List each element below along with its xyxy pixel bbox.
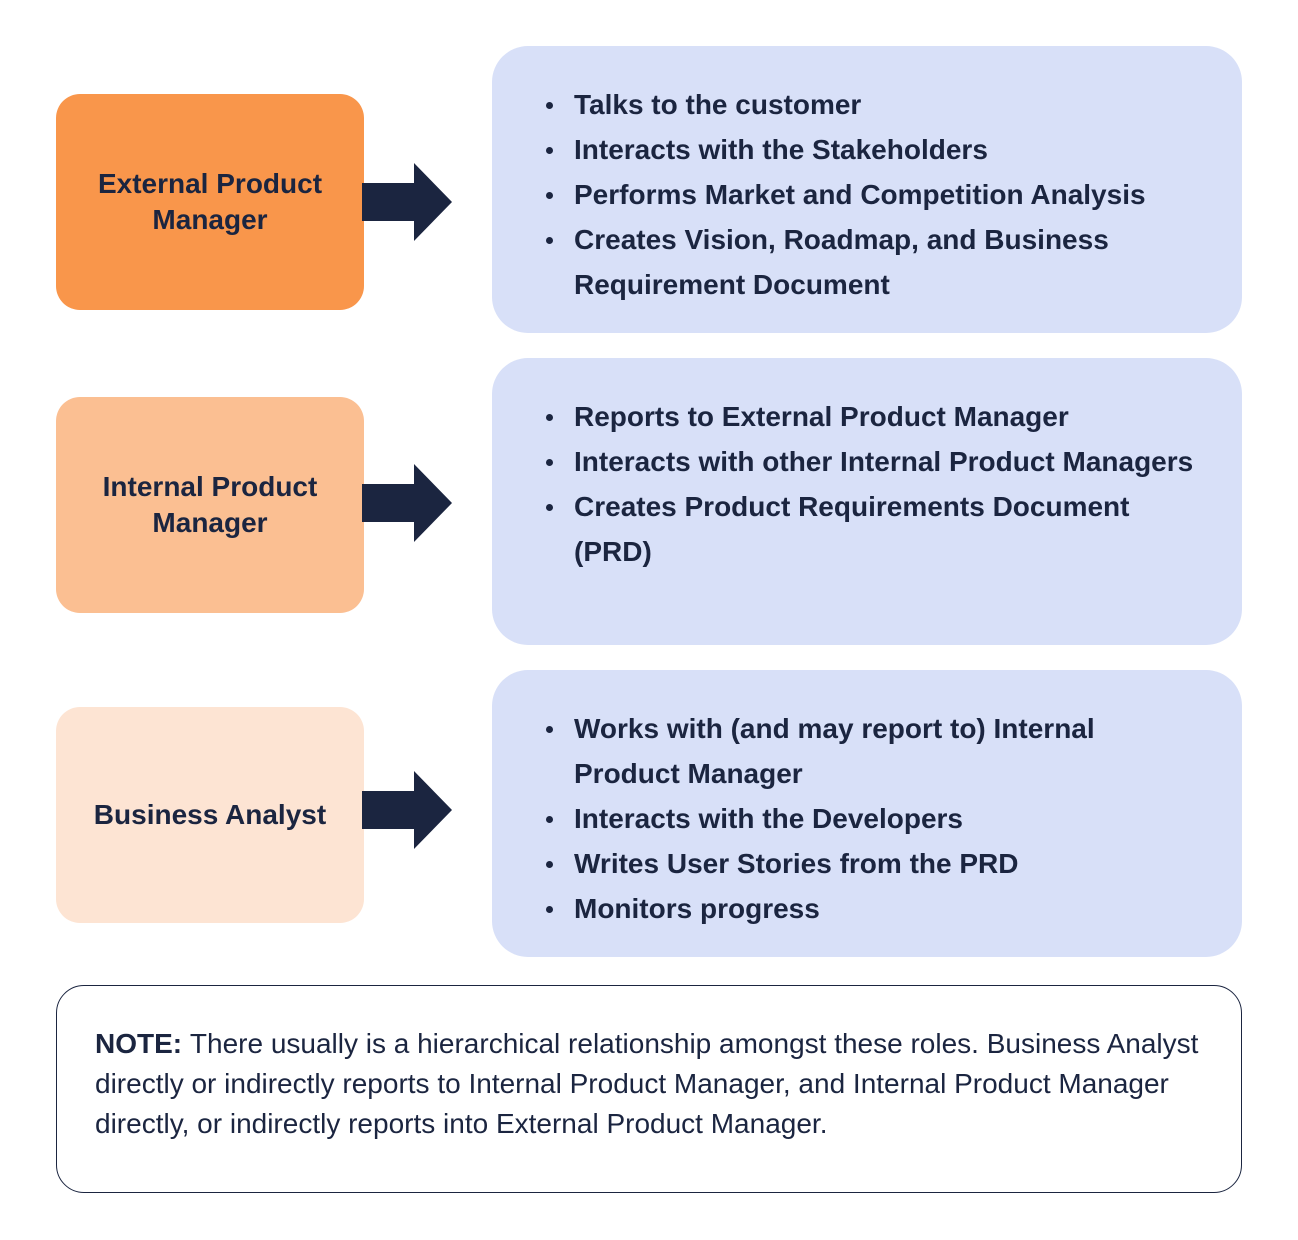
note-text: There usually is a hierarchical relation…	[95, 1028, 1199, 1139]
list-item: Interacts with other Internal Product Ma…	[540, 439, 1202, 484]
list-item: Creates Product Requirements Document (P…	[540, 484, 1202, 574]
responsibility-list: Talks to the customer Interacts with the…	[540, 82, 1202, 307]
arrow-right-icon	[362, 771, 452, 849]
responsibilities-panel-internal: Reports to External Product Manager Inte…	[492, 358, 1242, 645]
list-item: Interacts with the Developers	[540, 796, 1202, 841]
bullet-icon	[546, 906, 553, 913]
arrow-right-icon	[362, 464, 452, 542]
bullet-icon	[546, 861, 553, 868]
bullet-icon	[546, 504, 553, 511]
role-box-internal-product-manager: Internal Product Manager	[56, 397, 364, 613]
list-item: Interacts with the Stakeholders	[540, 127, 1202, 172]
bullet-icon	[546, 459, 553, 466]
list-item: Talks to the customer	[540, 82, 1202, 127]
list-item: Performs Market and Competition Analysis	[540, 172, 1202, 217]
role-box-business-analyst: Business Analyst	[56, 707, 364, 923]
responsibility-list: Reports to External Product Manager Inte…	[540, 394, 1202, 574]
role-label: External Product Manager	[97, 168, 323, 235]
responsibilities-panel-analyst: Works with (and may report to) Internal …	[492, 670, 1242, 957]
arrow-right-icon	[362, 163, 452, 241]
bullet-icon	[546, 192, 553, 199]
list-item: Writes User Stories from the PRD	[540, 841, 1202, 886]
bullet-icon	[546, 102, 553, 109]
bullet-icon	[546, 726, 553, 733]
list-item: Works with (and may report to) Internal …	[540, 706, 1202, 796]
bullet-icon	[546, 147, 553, 154]
note-label: NOTE:	[95, 1028, 190, 1059]
bullet-icon	[546, 414, 553, 421]
note-box: NOTE: There usually is a hierarchical re…	[56, 985, 1242, 1193]
list-item: Creates Vision, Roadmap, and Business Re…	[540, 217, 1202, 307]
bullet-icon	[546, 816, 553, 823]
role-box-external-product-manager: External Product Manager	[56, 94, 364, 310]
role-label: Business Analyst	[93, 799, 327, 830]
list-item: Reports to External Product Manager	[540, 394, 1202, 439]
bullet-icon	[546, 237, 553, 244]
role-label: Internal Product Manager	[102, 471, 318, 538]
list-item: Monitors progress	[540, 886, 1202, 931]
responsibility-list: Works with (and may report to) Internal …	[540, 706, 1202, 931]
responsibilities-panel-external: Talks to the customer Interacts with the…	[492, 46, 1242, 333]
